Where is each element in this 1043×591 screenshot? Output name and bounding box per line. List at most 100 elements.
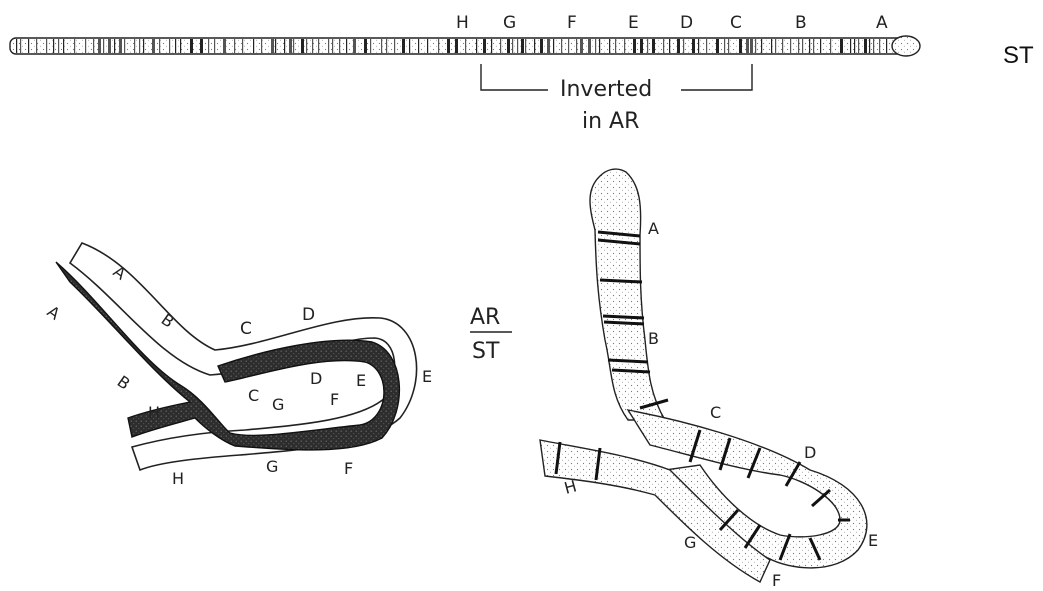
top-band-stripe: [289, 39, 292, 53]
drawn-letter-e: E: [868, 531, 878, 550]
top-band-stripe: [242, 39, 243, 53]
top-band-stripe: [119, 39, 122, 53]
top-band-stripe: [190, 39, 193, 53]
top-band-stripe: [652, 39, 655, 53]
top-band-stripe: [85, 39, 86, 53]
top-band-stripe: [364, 39, 367, 53]
top-band-stripe: [214, 39, 215, 53]
top-band-stripe: [706, 39, 707, 53]
top-band-stripe: [180, 39, 181, 53]
dark-letter-b: B: [114, 372, 134, 394]
top-band-stripe: [465, 39, 466, 53]
top-band-stripe: [820, 39, 821, 53]
top-band-stripe: [692, 39, 695, 53]
top-band-stripe: [394, 39, 395, 53]
inversion-bracket: Inverted in AR: [481, 64, 752, 134]
top-band-stripe: [491, 39, 492, 53]
top-band-stripe: [500, 39, 501, 53]
dark-letter-g: G: [272, 395, 284, 414]
top-band-stripe: [798, 39, 799, 53]
bracket-label-inverted: Inverted: [560, 77, 652, 102]
top-band-stripe: [312, 39, 313, 53]
top-band-stripe: [200, 39, 203, 53]
top-letter-b: B: [795, 13, 807, 33]
top-band-stripe: [46, 39, 47, 53]
top-band-stripe: [677, 39, 680, 53]
top-band-stripe: [609, 39, 610, 53]
top-band-stripe: [74, 39, 75, 53]
top-band-stripe: [36, 39, 37, 53]
top-band-stripe: [547, 39, 550, 53]
top-band-stripe: [108, 39, 111, 53]
top-band-stripe: [633, 39, 636, 53]
drawn-band-stripe: [603, 316, 644, 318]
top-band-stripe: [716, 39, 719, 53]
top-band-stripe: [28, 39, 29, 53]
top-band-stripe: [318, 39, 319, 53]
top-band-stripe: [223, 39, 226, 53]
bracket-label-in-ar: in AR: [582, 109, 639, 134]
top-letter-f: F: [567, 13, 577, 33]
dark-letter-f: F: [330, 390, 339, 409]
top-band-stripe: [512, 39, 513, 53]
drawn-arm-vertical: [590, 169, 665, 420]
top-band-stripe: [483, 39, 486, 53]
top-band-stripe: [761, 39, 762, 53]
top-band-stripe: [402, 39, 405, 53]
top-band-stripe: [169, 39, 170, 53]
bracket-line-left: [481, 64, 548, 90]
top-band-stripe: [580, 39, 583, 53]
top-band-stripe: [525, 39, 526, 53]
top-band-stripe: [886, 39, 887, 53]
top-band-stripe: [854, 39, 855, 53]
top-band-stripe: [599, 39, 600, 53]
top-band-stripe: [790, 39, 791, 53]
top-band-stripe: [869, 39, 870, 53]
top-band-stripe: [261, 39, 262, 53]
top-band-stripe: [568, 39, 569, 53]
top-band-stripe: [802, 39, 803, 53]
top-band-stripe: [561, 39, 562, 53]
top-letter-h: H: [456, 13, 469, 33]
drawn-letter-f: F: [772, 571, 781, 590]
light-letter-h: H: [172, 469, 184, 488]
top-band-stripe: [103, 39, 104, 53]
top-band-stripe: [850, 39, 851, 53]
top-band-stripe: [750, 39, 753, 53]
drawn-band-stripe: [612, 370, 650, 372]
top-band-stripe: [293, 39, 294, 53]
light-letter-d: D: [302, 305, 315, 325]
top-band-stripe: [746, 39, 749, 53]
top-band-stripe: [540, 39, 543, 53]
top-band-stripe: [114, 39, 115, 53]
dark-letter-d: D: [310, 369, 322, 388]
top-band-stripe: [624, 39, 625, 53]
top-band-stripe: [63, 39, 64, 53]
top-band-stripe: [339, 39, 340, 53]
light-letter-e: E: [422, 367, 432, 386]
top-band-stripe: [864, 39, 867, 53]
bracket-line-right: [681, 64, 752, 90]
top-band-stripe: [595, 39, 596, 53]
top-band-stripe: [58, 39, 59, 53]
drawn-band-stripe: [600, 280, 642, 282]
top-band-stripe: [739, 39, 742, 53]
drawn-inversion-loop: A B C D E F G H: [540, 169, 878, 590]
top-letter-d: D: [680, 13, 693, 33]
top-letter-e: E: [628, 13, 639, 33]
drawn-band-stripe: [604, 322, 644, 324]
top-band-stripe: [683, 39, 684, 53]
top-band-stripe: [346, 39, 347, 53]
top-band-stripe: [438, 39, 439, 53]
light-letter-g: G: [266, 457, 278, 476]
top-band-stripe: [271, 39, 274, 53]
top-band-stripe: [208, 39, 209, 53]
light-letter-c: C: [240, 319, 252, 339]
top-band-stripe: [370, 39, 371, 53]
top-band-stripe: [663, 39, 664, 53]
top-band-stripe: [534, 39, 535, 53]
top-band-stripe: [476, 39, 477, 53]
dark-letter-h: H: [148, 403, 160, 422]
top-band-stripe: [427, 39, 428, 53]
top-band-stripe: [409, 39, 410, 53]
